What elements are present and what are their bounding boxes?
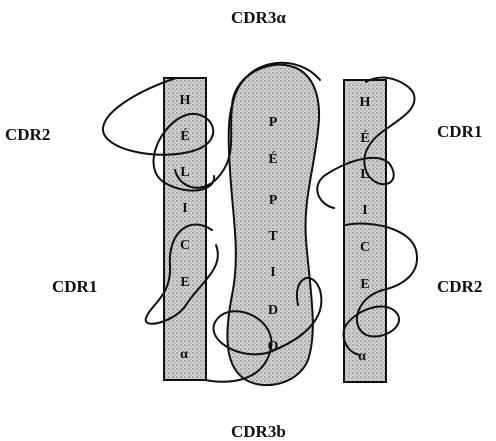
peptide-letter: É bbox=[268, 150, 277, 167]
right-helix-letter: É bbox=[360, 129, 369, 146]
left-helix-letter: H bbox=[180, 93, 191, 108]
peptide-letter: P bbox=[269, 193, 278, 208]
peptide-letter: O bbox=[268, 339, 279, 354]
right-helix-letter: E bbox=[360, 277, 369, 292]
peptide-letter: I bbox=[270, 265, 275, 280]
right-helix-letter: L bbox=[360, 167, 369, 182]
peptide-letter: D bbox=[268, 303, 278, 318]
label-cdr1-left: CDR1 bbox=[52, 277, 97, 296]
right-helix-letter: I bbox=[362, 203, 367, 218]
right-helix-alpha: α bbox=[358, 349, 366, 364]
label-cdr2-left: CDR2 bbox=[5, 125, 50, 144]
label-cdr1-right: CDR1 bbox=[437, 122, 482, 141]
left-helix-letter: É bbox=[180, 127, 189, 144]
label-cdr3b: CDR3b bbox=[231, 422, 286, 441]
label-cdr2-right: CDR2 bbox=[437, 277, 482, 296]
peptide-letter: P bbox=[269, 115, 278, 130]
right-helix-letter: C bbox=[360, 240, 370, 255]
label-cdr3-alpha: CDR3α bbox=[231, 8, 286, 27]
peptide-shape bbox=[227, 65, 319, 385]
left-helix-alpha: α bbox=[180, 347, 188, 362]
peptide-letter: T bbox=[268, 229, 278, 244]
left-helix-bar bbox=[164, 78, 206, 380]
left-helix-letter: I bbox=[182, 201, 187, 216]
right-helix-letter: H bbox=[360, 95, 371, 110]
left-helix-letter: L bbox=[180, 165, 189, 180]
left-helix-letter: C bbox=[180, 238, 190, 253]
left-helix-letter: E bbox=[180, 275, 189, 290]
